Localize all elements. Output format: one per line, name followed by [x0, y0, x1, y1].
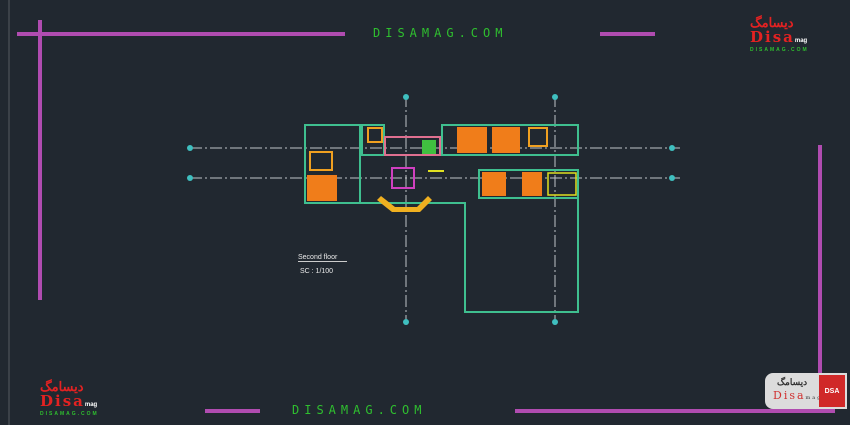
frame-lines	[17, 20, 835, 413]
badge-cube-icon: DSA	[819, 375, 845, 407]
axis-markers	[187, 94, 675, 325]
logo-name: Disa	[750, 28, 795, 46]
badge-persian: دیسامگ	[777, 377, 808, 387]
brand-badge: دیسامگ Disamag DSA	[765, 373, 847, 409]
floor-plan	[304, 124, 579, 313]
logo-url: DISAMAG.COM	[40, 411, 99, 417]
logo-persian: دیسامگ	[40, 379, 84, 394]
watermark-top: DISAMAG.COM	[373, 26, 508, 40]
logo-bottom-left: دیسامگ Disamag DISAMAG.COM	[40, 380, 99, 417]
badge-name: Disamag	[773, 389, 822, 402]
furniture	[307, 127, 577, 212]
logo-url: DISAMAG.COM	[750, 47, 809, 53]
drawing-scale: SC : 1/100	[300, 268, 334, 275]
watermark-bottom: DISAMAG.COM	[292, 403, 427, 417]
logo-suffix: mag	[794, 38, 808, 44]
logo-top-right: دیسامگ Disamag DISAMAG.COM	[750, 16, 809, 53]
badge-suffix: mag	[805, 395, 823, 401]
badge-name-text: Disa	[773, 389, 806, 402]
logo-persian: دیسامگ	[750, 15, 794, 30]
logo-suffix: mag	[84, 402, 98, 408]
drawing-title: Second floor	[298, 254, 348, 262]
grid-axes	[190, 95, 680, 325]
logo-name: Disa	[40, 392, 85, 410]
